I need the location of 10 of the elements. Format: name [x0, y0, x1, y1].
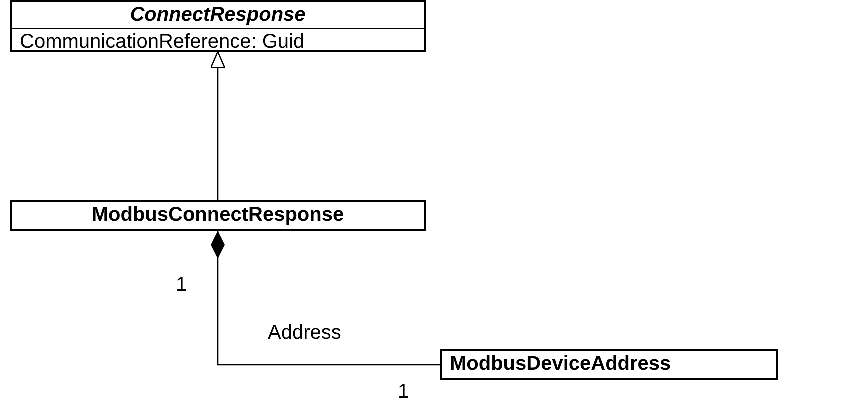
class-name: ModbusConnectResponse	[90, 203, 346, 228]
class-box	[440, 349, 778, 380]
multiplicity-label: 1	[398, 381, 410, 401]
inheritance-arrow	[210, 51, 226, 200]
class-box	[10, 200, 426, 231]
attribute-text: CommunicationReference: Guid	[19, 30, 306, 55]
composition-line	[211, 231, 440, 366]
class-name: ModbusDeviceAddress	[449, 352, 672, 377]
abstract-class-box	[10, 0, 426, 52]
class-name: ConnectResponse	[12, 2, 424, 29]
